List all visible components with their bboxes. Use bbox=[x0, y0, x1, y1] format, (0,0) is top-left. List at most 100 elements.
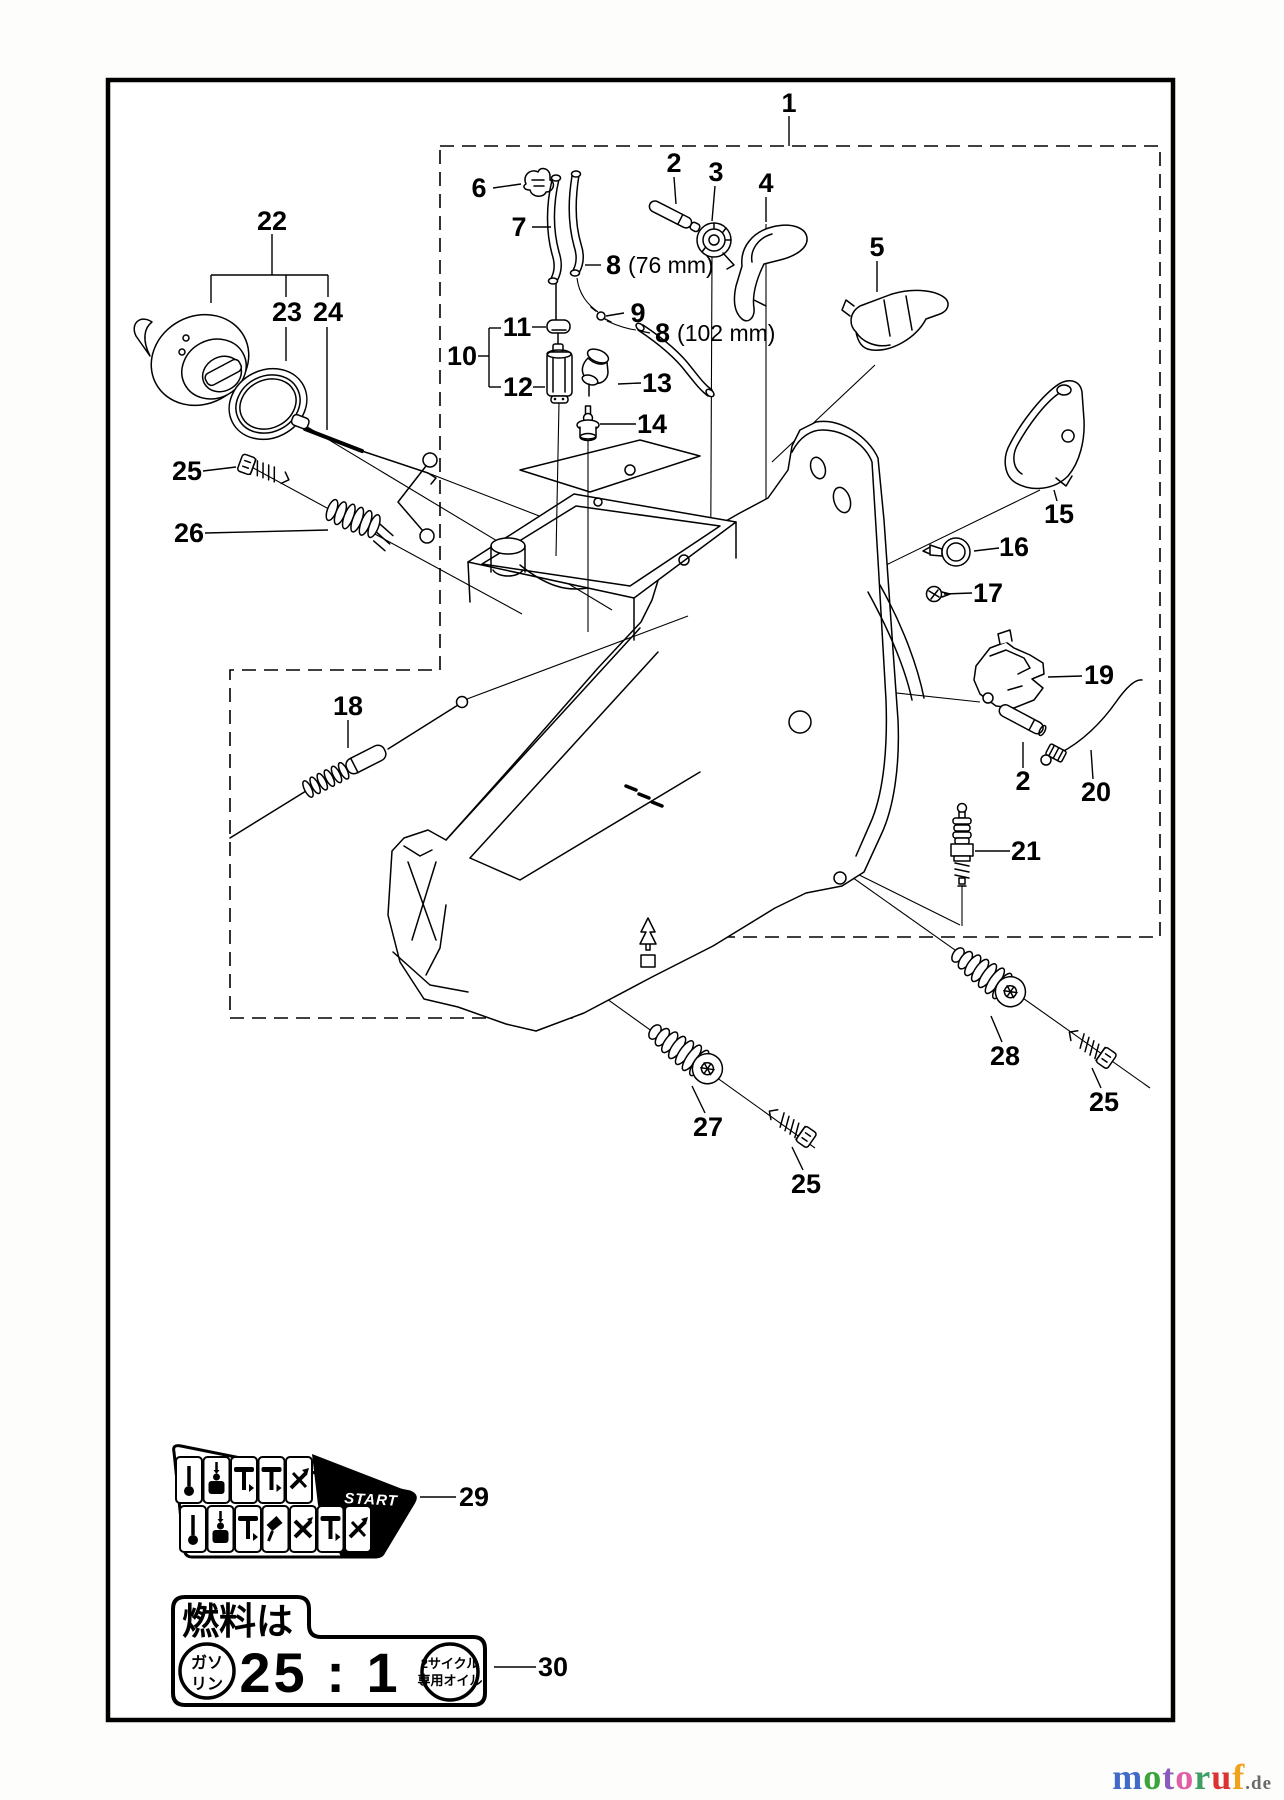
choke-person-icon bbox=[212, 1511, 229, 1543]
oil-circle bbox=[420, 1642, 480, 1702]
part-8-tube-76mm bbox=[568, 170, 584, 277]
part-15-cover bbox=[1004, 380, 1085, 490]
primer-lever-icon bbox=[238, 1516, 258, 1541]
callout-leader-27 bbox=[691, 1085, 706, 1114]
decal-30-fuel-label: 燃料は ガソ リン 25 : 1 2サイクル 専用オイル bbox=[171, 1595, 487, 1707]
decal-29-start-strip: START bbox=[172, 1444, 417, 1559]
thermometer-icon bbox=[188, 1515, 198, 1545]
choke-person-icon bbox=[208, 1462, 225, 1494]
callout-leader-15 bbox=[1053, 489, 1058, 502]
primer-lever-icon bbox=[320, 1516, 341, 1541]
gasoline-line1: ガソ bbox=[191, 1654, 223, 1672]
callout-1: 1 bbox=[781, 88, 796, 118]
part-26-spring bbox=[325, 498, 394, 552]
fuel-label-heading: 燃料は bbox=[182, 1601, 293, 1642]
part-8-tube-102mm bbox=[635, 322, 715, 398]
callout-30: 30 bbox=[538, 1652, 568, 1682]
logo-letter: t bbox=[1162, 1757, 1176, 1797]
callout-leader-25a bbox=[202, 466, 237, 472]
logo-letter: o bbox=[1175, 1757, 1195, 1797]
callout-12: 12 bbox=[503, 372, 533, 402]
callout-leader-28 bbox=[990, 1015, 1003, 1043]
logo-letter: o bbox=[1143, 1757, 1163, 1797]
part-9-fitting bbox=[576, 277, 637, 331]
callout-leader-25b bbox=[791, 1146, 804, 1171]
motoruf-logo[interactable]: motoruf.de bbox=[1112, 1756, 1272, 1798]
callout-leader-20 bbox=[1090, 749, 1094, 780]
logo-letter: r bbox=[1194, 1757, 1212, 1797]
callout-16: 16 bbox=[999, 532, 1029, 562]
callout-5: 5 bbox=[869, 232, 884, 262]
part-13-elbow bbox=[581, 348, 610, 397]
fuel-ratio: 25 : 1 bbox=[239, 1641, 400, 1704]
callout-3: 3 bbox=[708, 157, 723, 187]
part-7-tube bbox=[546, 174, 562, 285]
callout-25c: 25 bbox=[1089, 1087, 1119, 1117]
gasoline-circle bbox=[178, 1642, 236, 1700]
callout-8a: 8(76 mm) bbox=[606, 250, 714, 280]
part-24-rod bbox=[290, 413, 438, 544]
ex-funnel-icon bbox=[266, 1516, 283, 1542]
cross-arrow-icon bbox=[348, 1517, 368, 1539]
callout-7: 7 bbox=[511, 212, 526, 242]
callout-22: 22 bbox=[257, 206, 287, 236]
callout-23: 23 bbox=[272, 297, 302, 327]
part-12-fuel-filter bbox=[546, 332, 573, 557]
callout-2b: 2 bbox=[1015, 766, 1030, 796]
callout-10: 10 bbox=[447, 341, 477, 371]
callout-17: 17 bbox=[973, 578, 1003, 608]
oil-line1: 2サイクル bbox=[421, 1656, 480, 1671]
part-14-valve bbox=[576, 405, 600, 632]
logo-suffix: .de bbox=[1245, 1773, 1272, 1794]
callout-19: 19 bbox=[1084, 660, 1114, 690]
callout-21: 21 bbox=[1011, 836, 1041, 866]
part-18-throttle-cable bbox=[229, 615, 689, 839]
callout-14: 14 bbox=[637, 409, 667, 439]
cross-arrows-icon bbox=[293, 1517, 313, 1539]
callout-28: 28 bbox=[990, 1041, 1020, 1071]
part-16-purge-bulb bbox=[922, 537, 971, 567]
part-5-cover bbox=[841, 289, 949, 351]
cross-arrow-icon bbox=[289, 1468, 309, 1490]
part-2-tube-top bbox=[648, 200, 701, 233]
part-21-spark-plug bbox=[950, 802, 974, 926]
part-19-bracket bbox=[973, 629, 1045, 709]
callout-8b: 8(102 mm) bbox=[655, 318, 775, 348]
part-3-grommet bbox=[696, 222, 735, 270]
callout-leader-3 bbox=[711, 185, 716, 222]
part-22-fuel-cap bbox=[133, 313, 250, 407]
callout-2a: 2 bbox=[666, 148, 681, 178]
callout-11: 11 bbox=[503, 312, 532, 342]
callout-9: 9 bbox=[630, 298, 645, 328]
callout-4: 4 bbox=[758, 168, 773, 198]
part-4-throttle-trigger bbox=[733, 224, 808, 322]
start-tile bbox=[261, 1505, 290, 1553]
callout-leader-26 bbox=[204, 529, 329, 534]
start-icon-tiles bbox=[175, 1456, 372, 1553]
callout-6: 6 bbox=[471, 173, 486, 203]
part-20-wire bbox=[1040, 679, 1143, 766]
callout-25b: 25 bbox=[791, 1169, 821, 1199]
callout-leader-9 bbox=[605, 312, 625, 317]
callout-26: 26 bbox=[174, 518, 204, 548]
callout-15: 15 bbox=[1044, 499, 1074, 529]
logo-letter: m bbox=[1112, 1757, 1144, 1797]
logo-letter: f bbox=[1232, 1757, 1246, 1797]
part-6-clamp bbox=[523, 167, 555, 197]
callout-13: 13 bbox=[642, 368, 672, 398]
logo-letter: u bbox=[1211, 1757, 1233, 1797]
thermometer-icon bbox=[184, 1466, 194, 1496]
callout-leader-6 bbox=[492, 183, 522, 189]
gasoline-line2: リン bbox=[191, 1676, 223, 1693]
fuel-tank-handle-drawing bbox=[387, 420, 925, 1032]
primer-lever-icon bbox=[261, 1467, 282, 1492]
callout-leader-8b bbox=[639, 330, 651, 334]
callout-29: 29 bbox=[459, 1482, 489, 1512]
callout-18: 18 bbox=[333, 691, 363, 721]
primer-lever-icon bbox=[234, 1467, 254, 1492]
callout-leader-13 bbox=[617, 382, 642, 385]
callout-25a: 25 bbox=[172, 456, 202, 486]
